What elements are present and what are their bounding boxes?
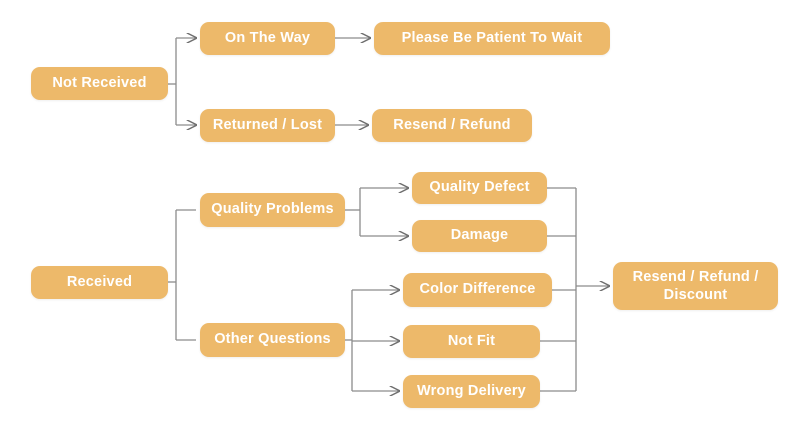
node-damage-label: Damage — [450, 227, 509, 244]
node-not-received[interactable]: Not Received — [31, 67, 168, 100]
node-not-received-label: Not Received — [52, 74, 147, 91]
node-please-be-patient-to-wait-label: Please Be Patient To Wait — [401, 29, 583, 46]
node-received[interactable]: Received — [31, 266, 168, 299]
node-damage[interactable]: Damage — [412, 220, 547, 252]
node-resend-refund-discount[interactable]: Resend / Refund / Discount — [613, 262, 778, 310]
node-color-difference-label: Color Difference — [419, 281, 536, 298]
node-other-questions-label: Other Questions — [214, 331, 331, 348]
node-resend-refund-label: Resend / Refund — [393, 116, 511, 133]
node-please-be-patient-to-wait[interactable]: Please Be Patient To Wait — [374, 22, 610, 55]
node-returned-lost-label: Returned / Lost — [212, 116, 323, 133]
node-quality-defect-label: Quality Defect — [429, 179, 530, 196]
node-received-label: Received — [66, 273, 133, 290]
node-on-the-way[interactable]: On The Way — [200, 22, 335, 55]
node-not-fit-label: Not Fit — [447, 332, 496, 349]
node-wrong-delivery-label: Wrong Delivery — [417, 382, 526, 399]
node-wrong-delivery[interactable]: Wrong Delivery — [403, 375, 540, 408]
node-other-questions[interactable]: Other Questions — [200, 323, 345, 357]
node-resend-refund[interactable]: Resend / Refund — [372, 109, 532, 142]
node-returned-lost[interactable]: Returned / Lost — [200, 109, 335, 142]
node-color-difference[interactable]: Color Difference — [403, 273, 552, 307]
node-not-fit[interactable]: Not Fit — [403, 325, 540, 358]
node-quality-problems-label: Quality Problems — [211, 201, 334, 218]
node-quality-problems[interactable]: Quality Problems — [200, 193, 345, 227]
node-on-the-way-label: On The Way — [224, 29, 311, 46]
node-quality-defect[interactable]: Quality Defect — [412, 172, 547, 204]
node-resend-refund-discount-label: Resend / Refund / Discount — [632, 268, 759, 303]
